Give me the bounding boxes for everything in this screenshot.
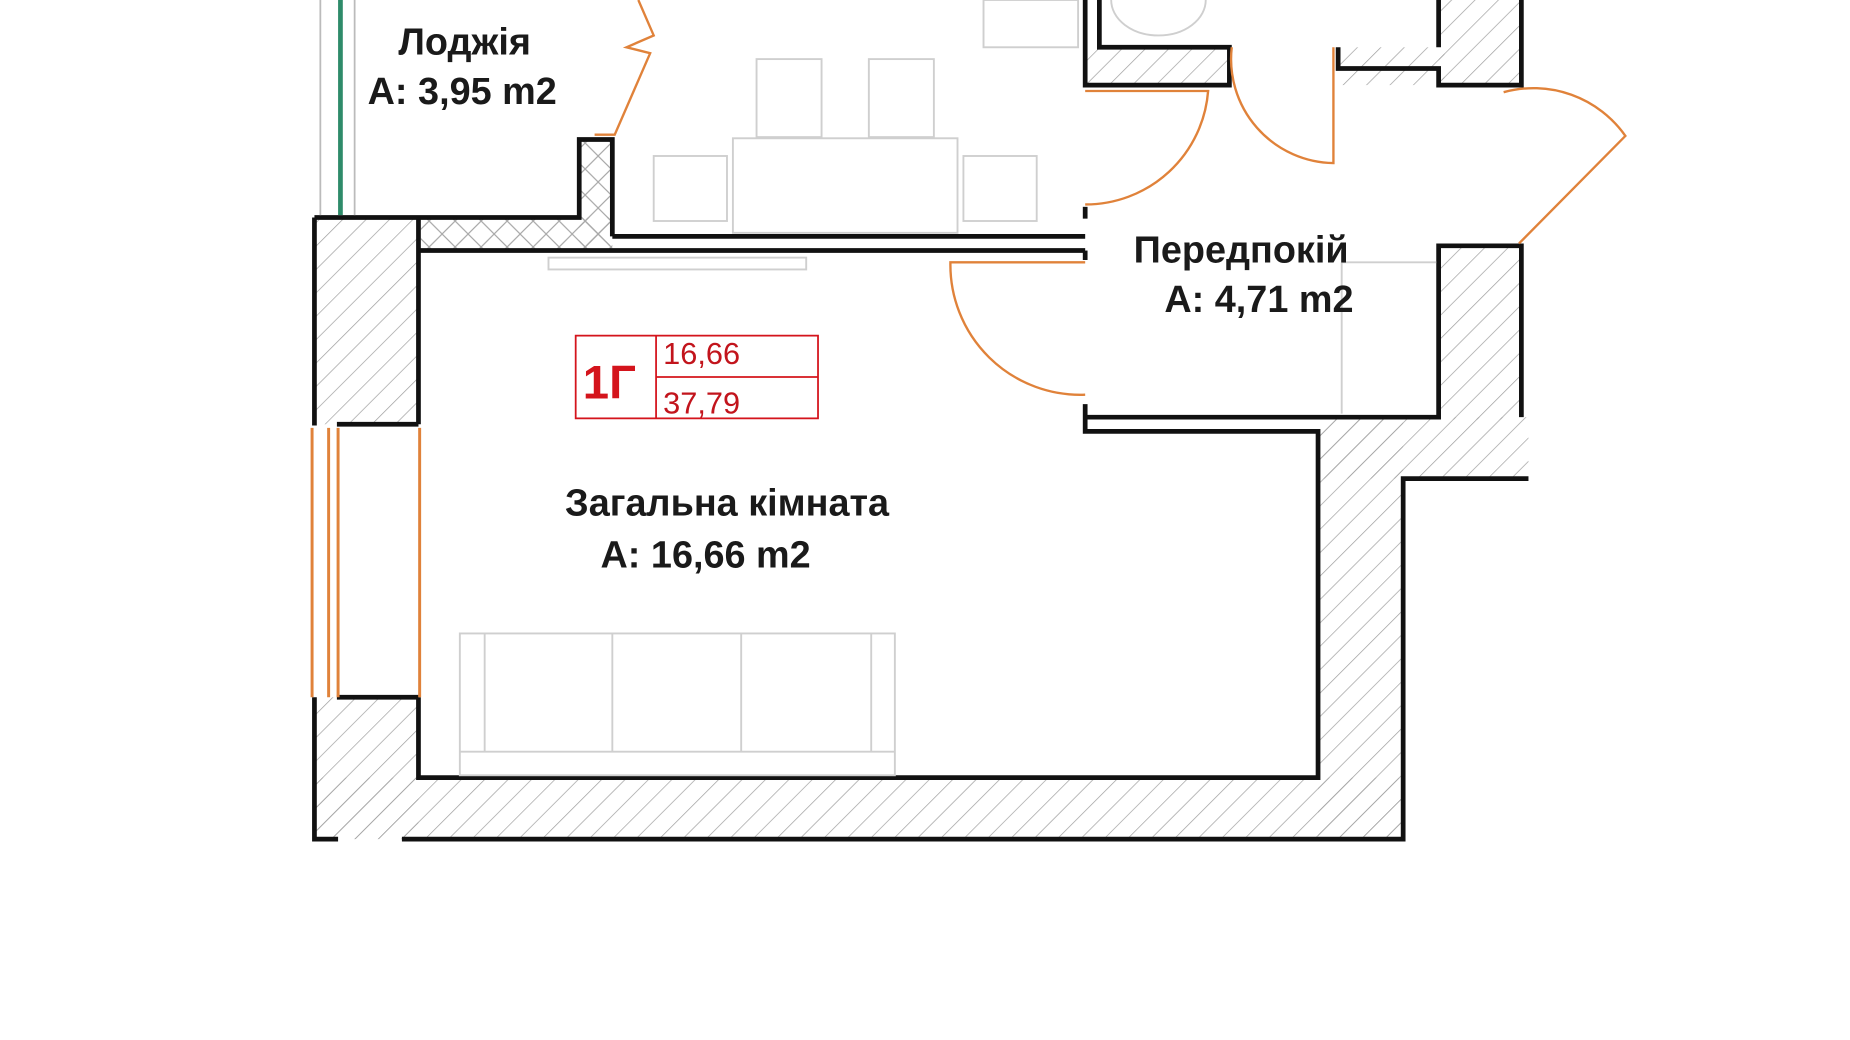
- room-name: Загальна кімната: [565, 482, 890, 524]
- room-label-loggia: Лоджія A: 3,95 m2: [368, 21, 557, 113]
- room-area: A: 4,71 m2: [1164, 279, 1353, 321]
- chair: [652, 155, 728, 222]
- loggia-door: [594, 0, 656, 136]
- tv-unit: [547, 256, 808, 271]
- apartment-type: 1Г: [583, 356, 636, 409]
- chair: [867, 58, 935, 139]
- toilet: [1110, 0, 1207, 37]
- kitchen-door: [1085, 89, 1210, 206]
- dining-table: [731, 137, 959, 234]
- living-area-value: 16,66: [663, 336, 740, 371]
- structural-walls: [314, 0, 1529, 840]
- chair: [962, 155, 1038, 222]
- room-area: A: 3,95 m2: [368, 71, 557, 113]
- furniture: [458, 0, 1437, 777]
- room-label-living: Загальна кімната A: 16,66 m2: [565, 482, 890, 576]
- total-area-value: 37,79: [663, 386, 740, 421]
- wall-outlines: [312, 0, 1529, 842]
- apartment-tag: 1Г 16,66 37,79: [574, 334, 819, 421]
- loggia-window: [319, 0, 356, 216]
- living-door: [949, 261, 1086, 396]
- doors: [594, 0, 1627, 396]
- room-area: A: 16,66 m2: [601, 534, 811, 576]
- chair: [755, 58, 823, 139]
- room-name: Лоджія: [398, 21, 531, 63]
- bath-door: [1229, 47, 1335, 165]
- room-label-hall: Передпокій A: 4,71 m2: [1134, 229, 1354, 321]
- room-name: Передпокій: [1134, 229, 1349, 271]
- cabinet: [982, 0, 1080, 49]
- sofa: [458, 632, 896, 777]
- living-room-window: [310, 427, 422, 698]
- entrance-door: [1503, 87, 1627, 245]
